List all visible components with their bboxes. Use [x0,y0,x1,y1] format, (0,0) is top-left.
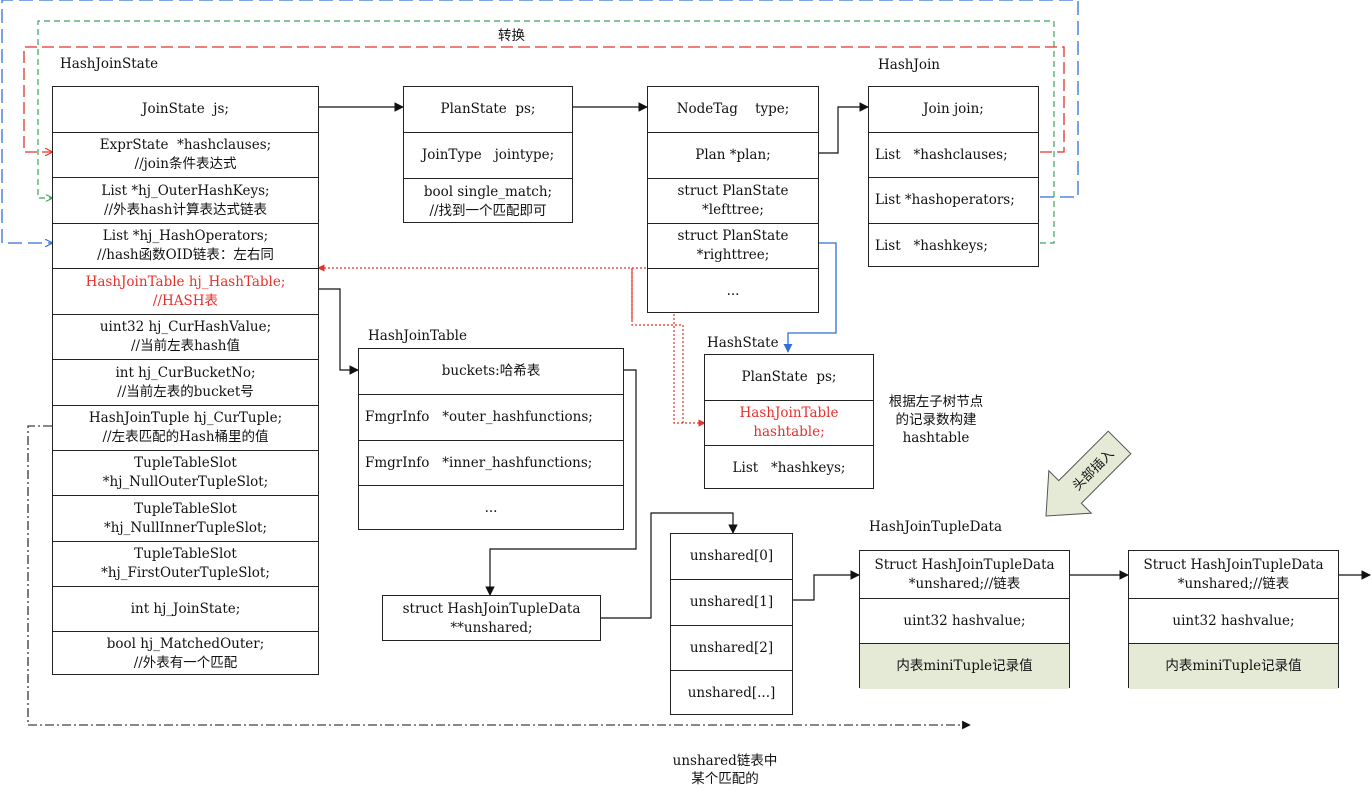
hashjoin-struct: Join join; List *hashclauses;List *hashop… [868,86,1039,267]
tuple1-field-unshared: Struct HashJoinTupleData *unshared;//链表 [874,556,1055,592]
hjt-field-inner-hashfunctions: FmgrInfo *inner_hashfunctions; [359,440,623,485]
arrow-plan-to-hashjoin [818,102,869,154]
unshared-ptr-field-unshared: struct HashJoinTupleData **unshared; [402,601,581,636]
loop-green [37,20,1055,244]
plan-field-plan: Plan *plan; [648,132,818,178]
arrow-curtuple-dashdot [27,425,971,730]
tuple2-field-minituple: 内表miniTuple记录值 [1129,643,1338,689]
hashjoin-field-join: Join join; [923,101,984,117]
arrow-unshared-ptr-to-array [600,512,738,619]
planstate-field-jointype: JoinType jointype; [404,132,572,178]
hashjointupledata-2: Struct HashJoinTupleData *unshared;//链表 u… [1128,550,1339,689]
plan-field-righttree: struct PlanState *righttree; [648,223,818,268]
planstate-struct: PlanState ps; JoinType jointype;bool sing… [403,86,573,223]
hjs-field-matched-outer: bool hj_MatchedOuter; //外表有一个匹配 [53,631,318,676]
hjs-field-join-state: int hj_JoinState; [53,586,318,631]
hashjointable-title: HashJoinTable [368,328,467,344]
hashjoinstate-title: HashJoinState [60,56,159,72]
hashjointupledata-title: HashJoinTupleData [869,519,1002,535]
hjs-field-hashclauses: ExprState *hashclauses; //join条件表达式 [53,132,318,177]
hashjoinstate-struct: JoinState js; ExprState *hashclauses; //j… [52,86,319,675]
loop-red [23,46,1065,152]
hashstate-struct: PlanState ps; HashJoinTable hashtable;Lis… [704,354,874,489]
hashstate-field-hashtable: HashJoinTable hashtable; [705,400,873,445]
conversion-label: 转换 [498,28,525,44]
tuple2-field-hashvalue: uint32 hashvalue; [1129,598,1338,643]
tuple1-field-minituple: 内表miniTuple记录值 [860,643,1069,689]
bottom-note: unshared链表中 某个匹配的 [672,753,778,787]
unshared-arr-field-2: unshared[2] [671,625,792,670]
hashjointupledata-1: Struct HashJoinTupleData *unshared;//链表 u… [859,550,1070,689]
hashjoin-title: HashJoin [878,57,940,73]
hjs-field-first-outer-slot: TupleTableSlot *hj_FirstOuterTupleSlot; [53,541,318,586]
hjs-field-js: JoinState js; [142,101,229,117]
hashstate-title: HashState [707,335,779,351]
arrow-hashtable-link-to-hashstate [631,268,706,427]
hashjoin-field-hashoperators: List *hashoperators; [869,177,1038,223]
hjs-field-hash-operators: List *hj_HashOperators; //hash函数OID链表：左右… [53,223,318,268]
head-insert-arrow: 头部插入 [1045,430,1132,517]
hjt-field-outer-hashfunctions: FmgrInfo *outer_hashfunctions; [359,394,623,440]
plan-struct: NodeTag type;Plan *plan;struct PlanState… [647,86,819,313]
unshared-array: unshared[0] unshared[1]unshared[2]unshare… [670,533,793,715]
hjs-field-cur-hash-value: uint32 hj_CurHashValue; //当前左表hash值 [53,314,318,359]
arrow-righttree-to-hashstate [783,242,837,353]
hashstate-field-hashkeys: List *hashkeys; [705,445,873,490]
arrow-hashtable-to-hjt [318,288,359,375]
hashjoin-field-hashclauses: List *hashclauses; [869,132,1038,177]
unshared-arr-field-0: unshared[0] [689,548,774,564]
hashjointable-struct: buckets:哈希表 FmgrInfo *outer_hashfunctions… [358,348,624,530]
hjs-field-null-outer-slot: TupleTableSlot *hj_NullOuterTupleSlot; [53,450,318,495]
plan-field-type: NodeTag type; [676,101,790,117]
hjs-field-null-inner-slot: TupleTableSlot *hj_NullInnerTupleSlot; [53,495,318,541]
plan-field-more: ... [648,268,818,314]
arrow-buckets-to-unshared-ptr [485,369,637,596]
hjt-field-buckets: buckets:哈希表 [441,363,541,379]
unshared-arr-field-1: unshared[1] [671,579,792,625]
tuple1-field-hashvalue: uint32 hashvalue; [860,598,1069,643]
unshared-arr-field-more: unshared[...] [671,670,792,716]
arrow-unshared1-to-tuple1 [792,570,860,601]
tuple2-field-unshared: Struct HashJoinTupleData *unshared;//链表 [1143,556,1324,592]
hashjoin-field-hashkeys: List *hashkeys; [869,223,1038,268]
hashstate-field-ps: PlanState ps; [741,369,837,385]
plan-field-lefttree: struct PlanState *lefttree; [648,178,818,223]
loop-blue [1,0,1079,243]
hjs-field-cur-bucket-no: int hj_CurBucketNo; //当前左表的bucket号 [53,359,318,405]
hjs-field-hash-table: HashJoinTable hj_HashTable; //HASH表 [53,268,318,314]
hjs-field-outer-hash-keys: List *hj_OuterHashKeys; //外表hash计算表达式链表 [53,177,318,223]
planstate-field-ps: PlanState ps; [440,101,536,117]
unshared-pointer-struct: struct HashJoinTupleData **unshared; [382,595,601,641]
hashstate-note: 根据左子树节点 的记录数构建 hashtable [888,394,984,446]
hjs-field-cur-tuple: HashJoinTuple hj_CurTuple; //左表匹配的Hash桶里… [53,405,318,450]
hjt-field-more: ... [359,485,623,531]
planstate-field-single-match: bool single_match; //找到一个匹配即可 [404,178,572,224]
